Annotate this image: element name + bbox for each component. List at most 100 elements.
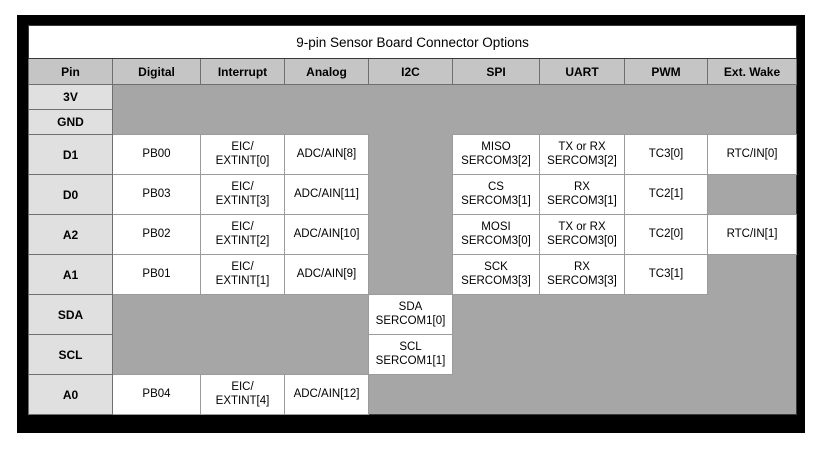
cell-d1-ext-wake: RTC/IN[0] [706,134,798,175]
cell-a0-i2c [368,374,453,415]
column-header-pin: Pin [28,58,113,85]
pin-label-gnd: GND [28,109,113,135]
column-header-ext-wake: Ext. Wake [706,58,798,85]
cell-sda-pwm [624,294,708,335]
pin-label-a0: A0 [28,374,113,415]
table-head: 9-pin Sensor Board Connector Options Pin… [27,25,798,85]
column-header-uart: UART [539,58,625,85]
cell-gnd-i2c [368,109,453,135]
cell-d0-analog: ADC/AIN[11] [284,174,369,215]
cell-a0-interrupt: EIC/ EXTINT[4] [200,374,285,415]
column-header-interrupt: Interrupt [200,58,285,85]
cell-d0-i2c [368,174,453,215]
cell-3v-ext-wake [707,84,797,110]
cell-d1-pwm: TC3[0] [624,134,708,175]
cell-a0-digital: PB04 [112,374,201,415]
cell-a2-interrupt: EIC/ EXTINT[2] [200,214,285,255]
cell-3v-uart [539,84,625,110]
table-title: 9-pin Sensor Board Connector Options [27,25,798,59]
cell-scl-interrupt [200,334,285,375]
cell-a0-spi [452,374,540,415]
cell-a0-pwm [624,374,708,415]
cell-sda-digital [112,294,201,335]
cell-scl-pwm [624,334,708,375]
cell-a2-analog: ADC/AIN[10] [284,214,369,255]
cell-d1-i2c [368,134,453,175]
cell-d0-interrupt: EIC/ EXTINT[3] [200,174,285,215]
cell-3v-spi [452,84,540,110]
pin-label-3v: 3V [28,84,113,110]
cell-sda-i2c: SDA SERCOM1[0] [368,294,453,335]
pin-label-a1: A1 [28,254,113,295]
cell-sda-uart [539,294,625,335]
title-row: 9-pin Sensor Board Connector Options [27,25,798,59]
cell-a1-ext-wake [707,254,797,295]
cell-gnd-analog [284,109,369,135]
table-row-3v: 3V [28,84,797,110]
cell-3v-i2c [368,84,453,110]
cell-a0-analog: ADC/AIN[12] [284,374,369,415]
cell-a2-spi: MOSI SERCOM3[0] [452,214,540,255]
table-row-sda: SDA SDA SERCOM1[0] [28,294,797,335]
cell-3v-digital [112,84,201,110]
cell-a2-pwm: TC2[0] [624,214,708,255]
cell-a2-digital: PB02 [112,214,201,255]
pin-label-d0: D0 [28,174,113,215]
cell-scl-digital [112,334,201,375]
pin-label-sda: SDA [28,294,113,335]
cell-gnd-spi [452,109,540,135]
column-header-i2c: I2C [368,58,453,85]
cell-gnd-digital [112,109,201,135]
cell-a1-pwm: TC3[1] [624,254,708,295]
cell-a1-interrupt: EIC/ EXTINT[1] [200,254,285,295]
cell-scl-i2c: SCL SERCOM1[1] [368,334,453,375]
cell-sda-ext-wake [707,294,797,335]
pin-label-d1: D1 [28,134,113,175]
column-header-digital: Digital [112,58,201,85]
cell-a0-uart [539,374,625,415]
cell-gnd-interrupt [200,109,285,135]
cell-a1-spi: SCK SERCOM3[3] [452,254,540,295]
table-row-gnd: GND [28,109,797,135]
table-row-scl: SCL SCL SERCOM1[1] [28,334,797,375]
cell-d0-digital: PB03 [112,174,201,215]
cell-gnd-pwm [624,109,708,135]
cell-d1-analog: ADC/AIN[8] [284,134,369,175]
cell-a1-analog: ADC/AIN[9] [284,254,369,295]
cell-a1-digital: PB01 [112,254,201,295]
black-frame: 9-pin Sensor Board Connector Options Pin… [17,15,805,433]
column-header-spi: SPI [452,58,540,85]
cell-a1-uart: RX SERCOM3[3] [539,254,625,295]
cell-sda-spi [452,294,540,335]
cell-3v-analog [284,84,369,110]
cell-a0-ext-wake [707,374,797,415]
cell-gnd-uart [539,109,625,135]
cell-a2-uart: TX or RX SERCOM3[0] [539,214,625,255]
cell-d1-spi: MISO SERCOM3[2] [452,134,540,175]
cell-3v-pwm [624,84,708,110]
cell-scl-uart [539,334,625,375]
pin-label-a2: A2 [28,214,113,255]
cell-d0-uart: RX SERCOM3[1] [539,174,625,215]
cell-d0-spi: CS SERCOM3[1] [452,174,540,215]
column-header-pwm: PWM [624,58,708,85]
pin-label-scl: SCL [28,334,113,375]
cell-d0-ext-wake [707,174,797,215]
column-header-analog: Analog [284,58,369,85]
cell-scl-analog [284,334,369,375]
cell-d1-uart: TX or RX SERCOM3[2] [539,134,625,175]
cell-3v-interrupt [200,84,285,110]
cell-a1-i2c [368,254,453,295]
cell-scl-spi [452,334,540,375]
pinout-table: 9-pin Sensor Board Connector Options Pin… [27,25,798,415]
cell-d1-digital: PB00 [112,134,201,175]
cell-sda-interrupt [200,294,285,335]
cell-sda-analog [284,294,369,335]
